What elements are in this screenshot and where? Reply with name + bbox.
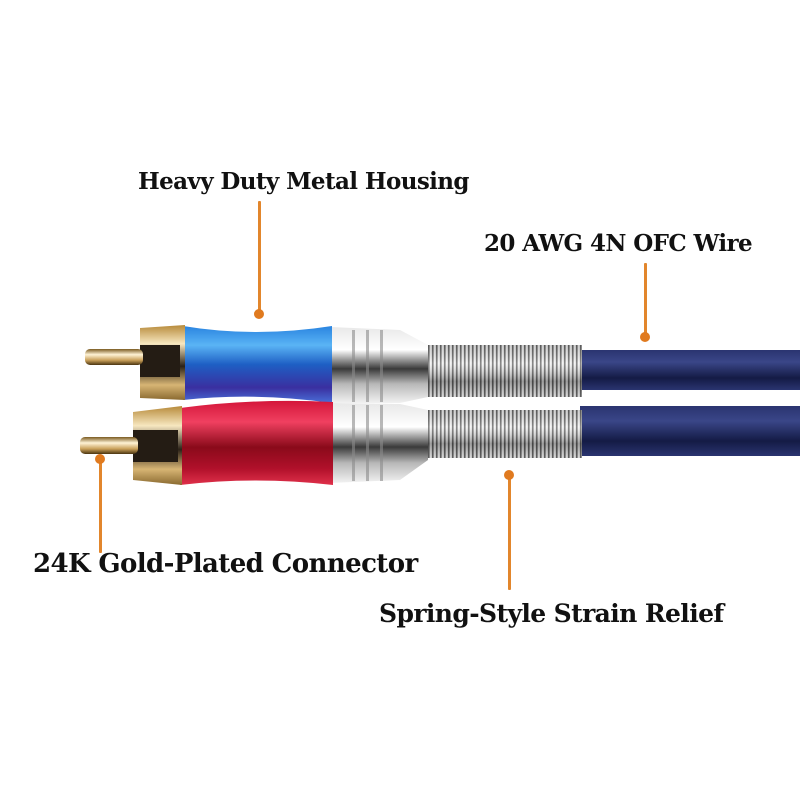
strain-leader-line — [508, 474, 511, 590]
wire-leader-dot — [640, 332, 650, 342]
blue-chrome-housing — [330, 327, 428, 403]
wire-leader-line — [644, 263, 647, 338]
blue-gold-pin — [85, 349, 143, 365]
red-sleeve — [180, 400, 333, 485]
blue-sleeve — [183, 326, 332, 403]
callout-wire: 20 AWG 4N OFC Wire — [484, 230, 753, 257]
red-chrome-housing — [330, 403, 428, 483]
housing-leader-dot — [254, 309, 264, 319]
callout-housing: Heavy Duty Metal Housing — [138, 168, 470, 195]
housing-leader-line — [258, 201, 261, 315]
red-cable — [580, 406, 800, 456]
callout-connector: 24K Gold-Plated Connector — [33, 549, 418, 579]
blue-cable — [580, 350, 800, 390]
connector-leader-line — [99, 459, 102, 553]
strain-leader-dot — [504, 470, 514, 480]
connector-leader-dot — [95, 454, 105, 464]
blue-rca-plug — [85, 325, 800, 403]
red-rca-plug — [80, 400, 800, 485]
callout-strain: Spring-Style Strain Relief — [379, 599, 724, 628]
red-gold-pin — [80, 437, 138, 454]
